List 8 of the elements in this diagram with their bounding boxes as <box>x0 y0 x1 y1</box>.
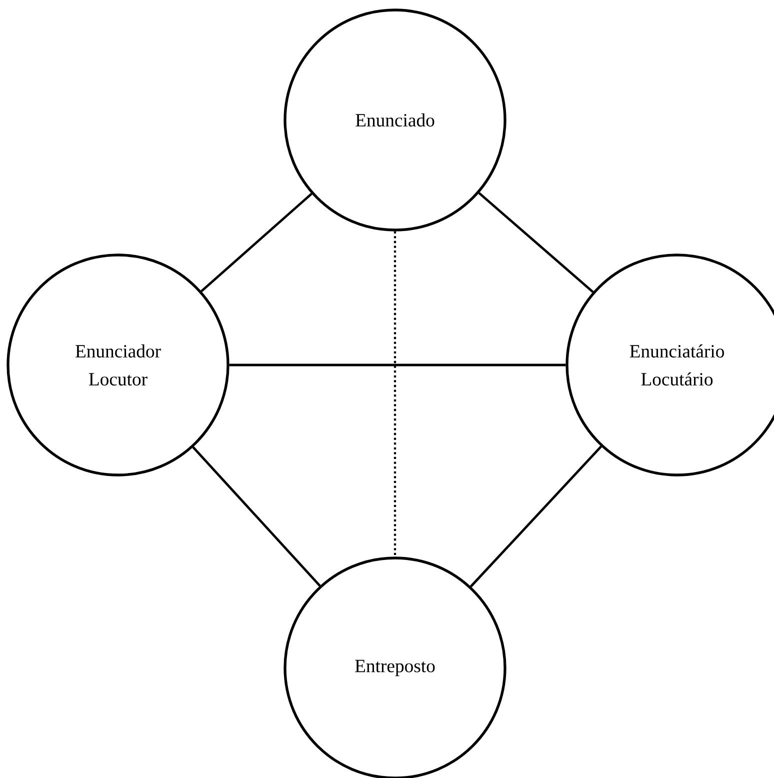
circle-node: Enunciador Locutor <box>6 254 230 476</box>
connector-line <box>192 446 321 587</box>
dotted-line <box>394 231 396 557</box>
connector-line <box>229 364 566 366</box>
connector-line <box>478 192 594 293</box>
circle-node: Enunciado <box>284 8 506 232</box>
connector-line <box>200 192 312 292</box>
connector-line <box>470 446 602 588</box>
